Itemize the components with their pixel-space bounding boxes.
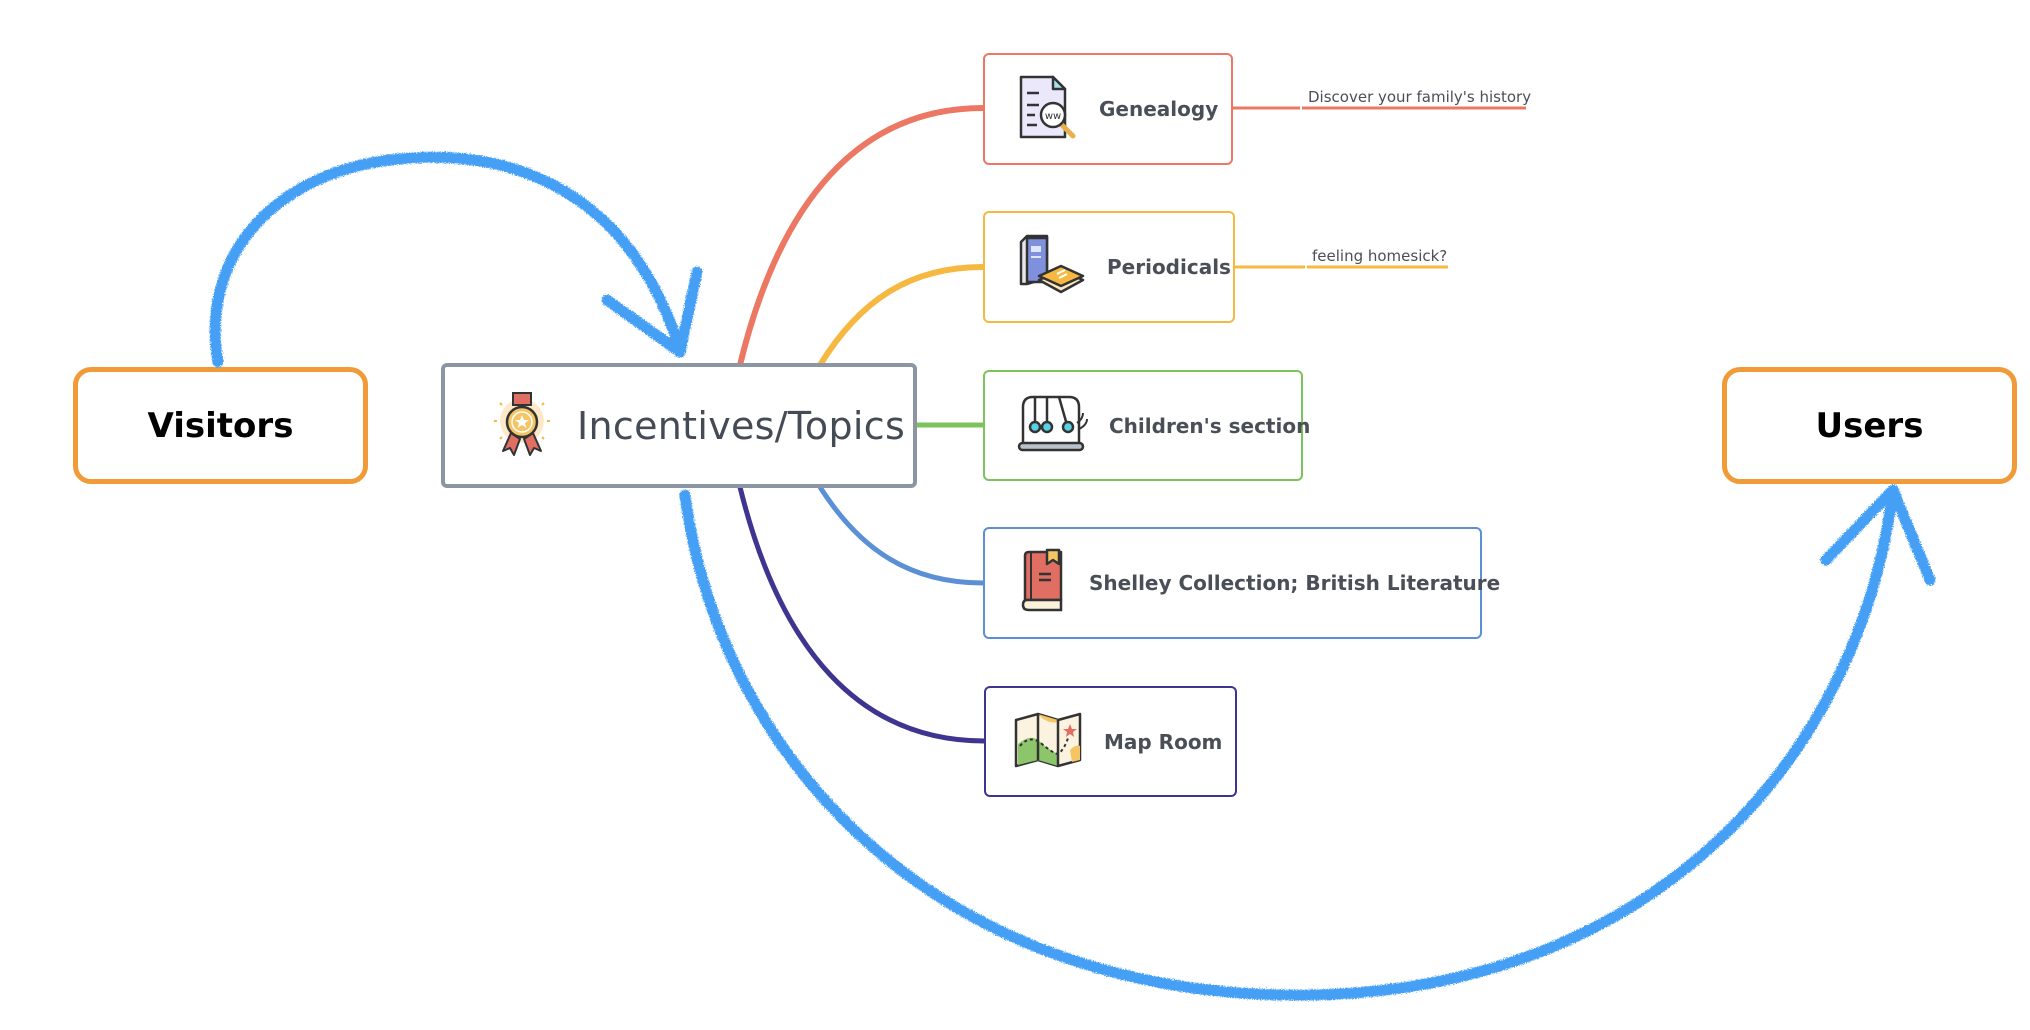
topic-genealogy[interactable]: ww Genealogy [983, 53, 1233, 165]
flow-arrowhead-incentives [601, 266, 703, 358]
flow-arrow-visitors-to-incentives [209, 151, 686, 368]
central-topic-label: Incentives/Topics [577, 403, 906, 448]
topic-shelley-collection-label: Shelley Collection; British Literature [1089, 571, 1501, 595]
connector-periodicals [817, 264, 984, 367]
flow-arrowhead-users [1820, 484, 1936, 586]
topic-periodicals[interactable]: Periodicals [983, 211, 1235, 323]
flow-arrow-incentives-to-users [679, 484, 1899, 1001]
connector-maproom [737, 486, 985, 744]
topic-map-room[interactable]: Map Room [984, 686, 1237, 797]
topic-childrens-section-label: Children's section [1109, 413, 1311, 438]
users-label: Users [1815, 405, 1924, 446]
note-periodicals: feeling homesick? [1312, 247, 1448, 265]
award-medal-icon [493, 391, 551, 461]
connector-shelley [817, 485, 984, 586]
visitors-label: Visitors [147, 405, 294, 446]
topic-periodicals-label: Periodicals [1107, 255, 1231, 279]
topic-map-room-label: Map Room [1104, 729, 1223, 754]
newtons-cradle-icon [1017, 393, 1089, 459]
document-search-icon: ww [1017, 73, 1079, 145]
topic-genealogy-label: Genealogy [1099, 97, 1219, 121]
books-icon [1017, 234, 1087, 300]
users-node[interactable]: Users [1722, 367, 2017, 484]
folded-map-icon [1012, 710, 1084, 774]
topic-childrens-section[interactable]: Children's section [983, 370, 1310, 481]
note-genealogy: Discover your family's history [1308, 88, 1532, 106]
visitors-node[interactable]: Visitors [73, 367, 368, 484]
connector-genealogy [737, 105, 984, 366]
central-topic-node[interactable]: Incentives/Topics [441, 363, 917, 488]
svg-text:ww: ww [1045, 111, 1061, 122]
topic-shelley-collection[interactable]: Shelley Collection; British Literature [983, 527, 1500, 639]
book-bookmark-icon [1017, 548, 1069, 618]
